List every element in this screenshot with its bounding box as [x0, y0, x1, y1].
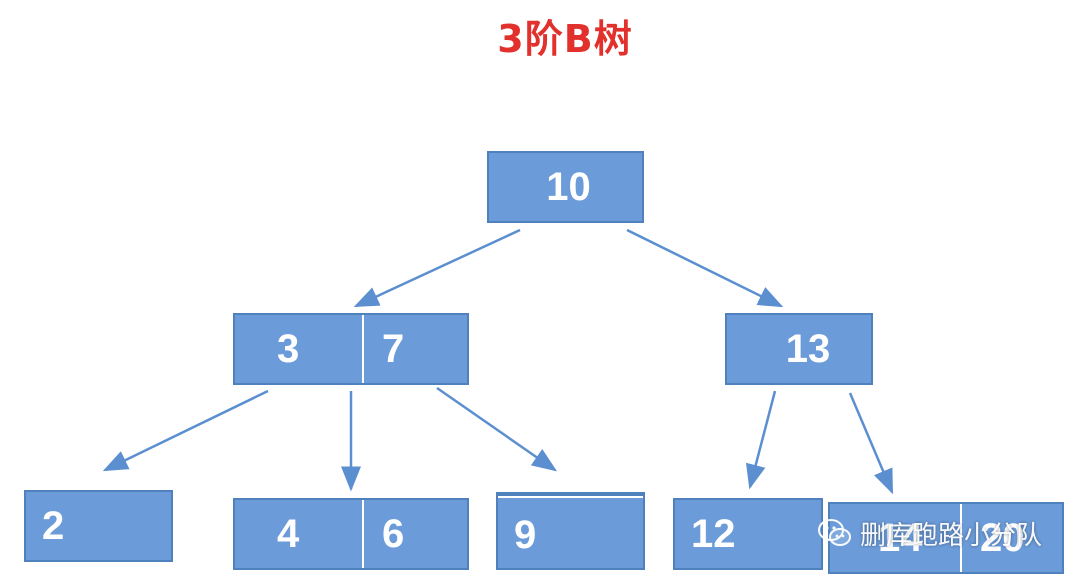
key-14: 14 [878, 515, 923, 560]
node-right-internal: 13 [725, 313, 873, 385]
node-leaf-4-6: 4 6 [233, 498, 469, 570]
node-leaf-9: 9 [496, 492, 645, 570]
edge-right-internal-to-leaf-12 [745, 390, 777, 490]
edge-root-to-right-internal [626, 228, 784, 308]
key-4: 4 [277, 511, 300, 556]
node-leaf-12: 12 [673, 498, 823, 570]
key-7: 7 [362, 315, 467, 383]
watermark: 删库跑路小分队 [818, 508, 1042, 558]
key-9: 9 [498, 496, 643, 568]
key-12: 12 [691, 511, 736, 556]
edge-left-internal-to-leaf-2 [102, 389, 269, 472]
edge-left-internal-to-leaf-9 [436, 386, 558, 472]
edge-right-internal-to-leaf-14-20 [848, 392, 894, 495]
node-left-internal: 3 7 [233, 313, 469, 385]
edge-root-to-left-internal [353, 228, 521, 308]
wechat-icon [818, 518, 852, 548]
watermark-text: 删库跑路小分队 [860, 520, 1043, 551]
key-13: 13 [785, 326, 831, 371]
node-root: 10 [487, 151, 644, 223]
node-leaf-14-20: 14 20 [828, 502, 1064, 574]
key-2: 2 [42, 503, 65, 548]
diagram-title: 3阶B树 [497, 17, 633, 61]
key-3: 3 [277, 326, 300, 371]
key-10: 10 [546, 164, 591, 209]
key-6: 6 [362, 500, 467, 568]
key-20: 20 [960, 504, 1062, 572]
node-leaf-2: 2 [24, 490, 173, 562]
